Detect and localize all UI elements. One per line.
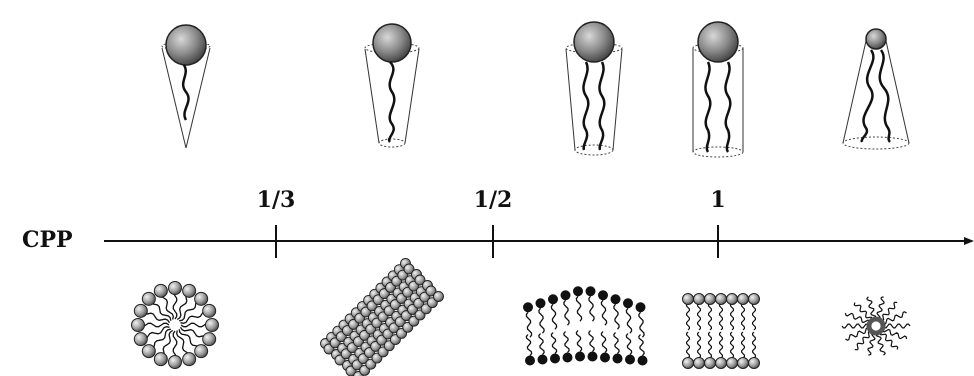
cpp-axis-label: CPP	[22, 227, 73, 253]
cpp-axis	[104, 225, 974, 258]
inverted-micelle-icon	[842, 297, 910, 355]
inverted-cone-surfactant-icon	[843, 29, 909, 149]
tick-label-one-half: 1/2	[474, 187, 513, 213]
cylindrical-micelle-icon	[321, 259, 444, 376]
flexible-bilayer-icon	[523, 286, 648, 365]
truncated-cone-surfactant-icon	[365, 24, 419, 147]
spherical-micelle-icon	[132, 282, 219, 369]
cylinder-surfactant-icon	[693, 22, 743, 157]
tick-label-one: 1	[710, 187, 725, 213]
wide-truncated-cone-surfactant-icon	[566, 22, 622, 155]
tick-label-one-third: 1/3	[257, 187, 296, 213]
cone-surfactant-icon	[162, 25, 210, 148]
planar-bilayer-icon	[683, 294, 760, 369]
